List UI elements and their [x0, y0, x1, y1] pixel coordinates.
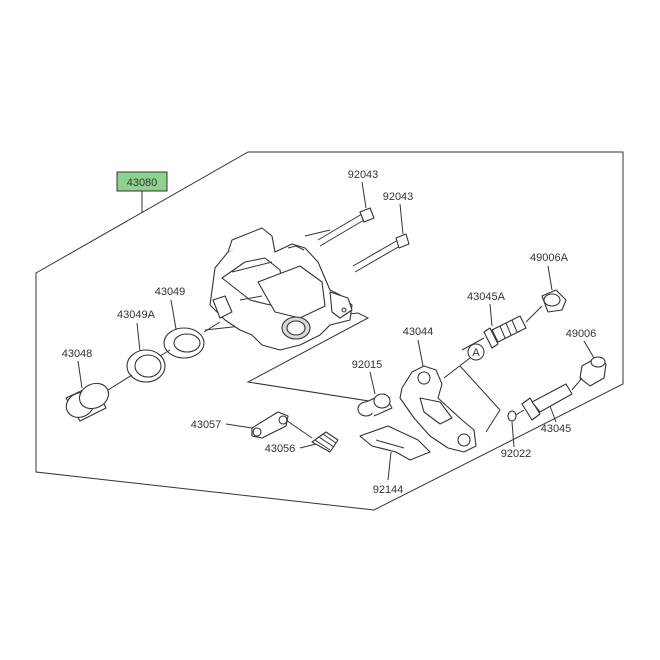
leader-43044 — [417, 339, 424, 367]
leader-43056 — [299, 443, 317, 449]
leader-43048 — [77, 360, 83, 389]
leader-92043b — [399, 203, 404, 235]
assembly-label[interactable]: 43080 — [127, 177, 158, 189]
bracket-43044-drawing — [399, 365, 477, 453]
part-label-92022[interactable]: 92022 — [501, 448, 532, 460]
part-label-43044[interactable]: 43044 — [403, 326, 434, 338]
washer-92022-drawing — [507, 410, 517, 422]
part-label-92043b[interactable]: 92043 — [383, 191, 414, 203]
part-label-43045A[interactable]: 43045A — [467, 291, 506, 303]
part-label-92043a[interactable]: 92043 — [348, 169, 379, 181]
bolt-43045A-drawing — [461, 315, 527, 351]
diagram-frame — [35, 151, 624, 511]
leader-43045 — [549, 405, 557, 423]
leader-92144 — [387, 451, 392, 481]
part-label-43048[interactable]: 43048 — [62, 348, 93, 360]
part-label-43057[interactable]: 43057 — [191, 419, 222, 431]
bleeder-43057-drawing — [251, 411, 289, 439]
callout-a-label[interactable]: A — [472, 347, 480, 359]
part-label-43056[interactable]: 43056 — [265, 443, 296, 455]
bleeder-43056-drawing — [311, 431, 339, 453]
seal-43049-drawing — [126, 327, 205, 383]
leader-43057 — [225, 423, 253, 429]
pad-spring-92144-drawing — [359, 425, 431, 461]
leader-43049 — [170, 299, 177, 330]
part-label-43049A[interactable]: 43049A — [117, 309, 156, 321]
callout-a-circle[interactable] — [467, 343, 485, 361]
bolt-43045-drawing — [513, 383, 573, 421]
piston-43048-drawing — [65, 382, 110, 422]
leader-92043a — [361, 181, 367, 209]
part-label-49006[interactable]: 49006 — [566, 328, 597, 340]
part-label-43049[interactable]: 43049 — [155, 286, 186, 298]
leader-92015 — [369, 371, 376, 395]
leader-49006A — [547, 265, 553, 291]
part-label-49006A[interactable]: 49006A — [530, 252, 569, 264]
caliper-body-drawing — [209, 227, 353, 351]
part-label-92144[interactable]: 92144 — [373, 484, 404, 496]
bushing-92015-drawing — [357, 393, 393, 417]
leader-49006 — [583, 340, 595, 359]
pin-92043-drawing — [304, 207, 410, 273]
leader-43049A — [136, 322, 141, 352]
leader-92022 — [511, 421, 515, 448]
cap-49006-drawing — [571, 356, 607, 391]
part-label-92015[interactable]: 92015 — [352, 359, 383, 371]
cap-49006A-drawing — [525, 289, 567, 323]
leader-43045A — [489, 303, 493, 327]
part-label-43045[interactable]: 43045 — [541, 423, 572, 435]
